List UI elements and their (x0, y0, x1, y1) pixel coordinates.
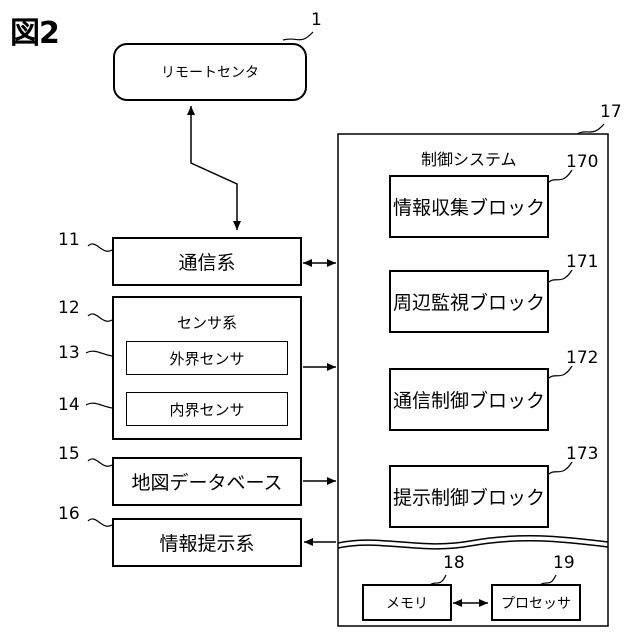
presentation-control-block: 提示制御ブロック (389, 465, 549, 528)
comm-control-block: 通信制御ブロック (389, 368, 549, 431)
figure-title: 図2 (10, 8, 59, 52)
info-collection-block: 情報収集ブロック (389, 175, 549, 238)
map-database-box: 地図データベース (112, 457, 302, 506)
remote-center-label: リモートセンタ (161, 62, 259, 82)
leader-17 (577, 124, 604, 134)
comm-control-block-label: 通信制御ブロック (393, 386, 545, 413)
ref-communication: 11 (58, 230, 80, 250)
wireless-link (191, 106, 237, 230)
leader-11 (88, 244, 112, 251)
info-presentation-box: 情報提示系 (112, 518, 302, 567)
surroundings-monitor-block: 周辺監視ブロック (389, 270, 549, 333)
presentation-control-block-label: 提示制御ブロック (393, 483, 545, 510)
info-collection-block-label: 情報収集ブロック (393, 193, 545, 220)
ref-presentation-control: 173 (566, 444, 598, 464)
leader-1 (283, 32, 313, 40)
ref-info-presentation: 16 (58, 504, 80, 524)
ref-external-sensor: 13 (58, 343, 80, 363)
memory-label: メモリ (386, 593, 428, 613)
surroundings-monitor-block-label: 周辺監視ブロック (393, 288, 545, 315)
leader-16 (88, 519, 112, 526)
ref-info-collection: 170 (566, 152, 598, 172)
external-sensor-label: 外界センサ (169, 348, 244, 369)
ref-comm-control: 172 (566, 348, 598, 368)
processor-label: プロセッサ (501, 593, 571, 613)
leader-15 (88, 459, 112, 466)
internal-sensor-label: 内界センサ (169, 399, 244, 420)
ref-internal-sensor: 14 (58, 395, 80, 415)
info-presentation-label: 情報提示系 (159, 529, 254, 556)
ref-sensor-system: 12 (58, 298, 80, 318)
ref-control-system: 17 (600, 102, 622, 122)
ref-remote-center: 1 (311, 10, 322, 30)
break-line (338, 541, 608, 549)
ref-surroundings-monitor: 171 (566, 252, 598, 272)
control-system-label: 制御システム (421, 146, 517, 170)
ref-map-database: 15 (58, 444, 80, 464)
map-database-label: 地図データベース (131, 468, 282, 495)
communication-system-box: 通信系 (112, 237, 302, 286)
leader-12 (88, 314, 112, 321)
ref-processor: 19 (553, 553, 575, 573)
remote-center-box: リモートセンタ (113, 43, 307, 101)
communication-system-label: 通信系 (178, 248, 235, 275)
external-sensor-box: 外界センサ (126, 341, 288, 375)
sensor-system-label: センサ系 (177, 312, 237, 333)
ref-memory: 18 (443, 553, 465, 573)
internal-sensor-box: 内界センサ (126, 392, 288, 426)
processor-box: プロセッサ (491, 584, 581, 621)
memory-box: メモリ (362, 584, 452, 621)
